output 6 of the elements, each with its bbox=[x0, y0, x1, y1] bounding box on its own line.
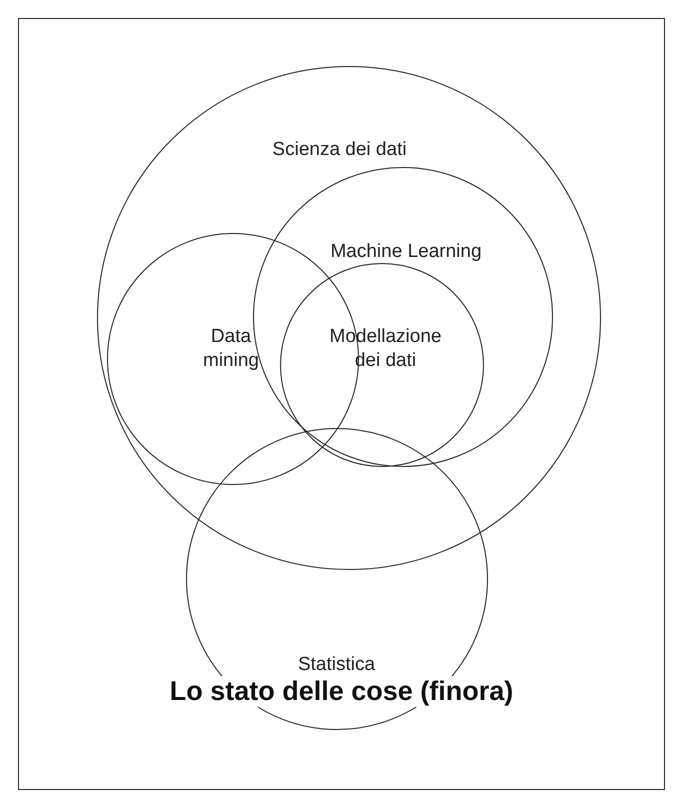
circle-label: Statistica bbox=[296, 652, 376, 676]
venn-circle bbox=[97, 66, 601, 570]
venn-circle bbox=[280, 263, 484, 467]
circle-label: Scienza dei dati bbox=[271, 138, 408, 162]
circle-label: Data mining bbox=[202, 325, 260, 373]
circle-label: Machine Learning bbox=[329, 240, 483, 264]
